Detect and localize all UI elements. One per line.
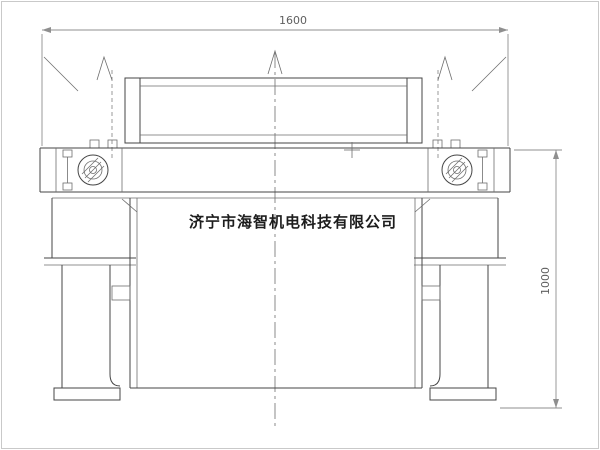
bearing-housing-circle bbox=[77, 154, 109, 186]
stud-nut bbox=[62, 149, 73, 158]
foot-pad bbox=[53, 387, 121, 401]
support-rail bbox=[39, 142, 511, 199]
bolt-head bbox=[89, 139, 100, 149]
drum-body bbox=[89, 70, 461, 158]
leg-right bbox=[429, 265, 497, 401]
bearing-left bbox=[62, 149, 109, 191]
bearing-right bbox=[441, 149, 488, 191]
dimension-label-height: 1000 bbox=[539, 267, 552, 295]
bolt-head bbox=[432, 139, 443, 149]
mount-bracket bbox=[111, 285, 131, 301]
bearing-housing-circle bbox=[441, 154, 473, 186]
stud-nut bbox=[62, 182, 73, 191]
bolt-head bbox=[107, 139, 118, 149]
dimension-label-width: 1600 bbox=[279, 14, 307, 27]
foot-pad bbox=[429, 387, 497, 401]
stud-nut bbox=[477, 182, 488, 191]
belt-break-marks bbox=[43, 49, 507, 92]
mount-bracket bbox=[421, 285, 441, 301]
dimension-right: 1000 bbox=[500, 149, 562, 409]
watermark-company-name: 济宁市海智机电科技有限公司 bbox=[189, 213, 397, 231]
stud-nut bbox=[477, 149, 488, 158]
dimension-top: 1600 bbox=[41, 14, 509, 146]
frame-housing bbox=[44, 198, 506, 266]
leg-left bbox=[53, 265, 121, 401]
bolt-head bbox=[450, 139, 461, 149]
inner-box bbox=[111, 198, 441, 389]
